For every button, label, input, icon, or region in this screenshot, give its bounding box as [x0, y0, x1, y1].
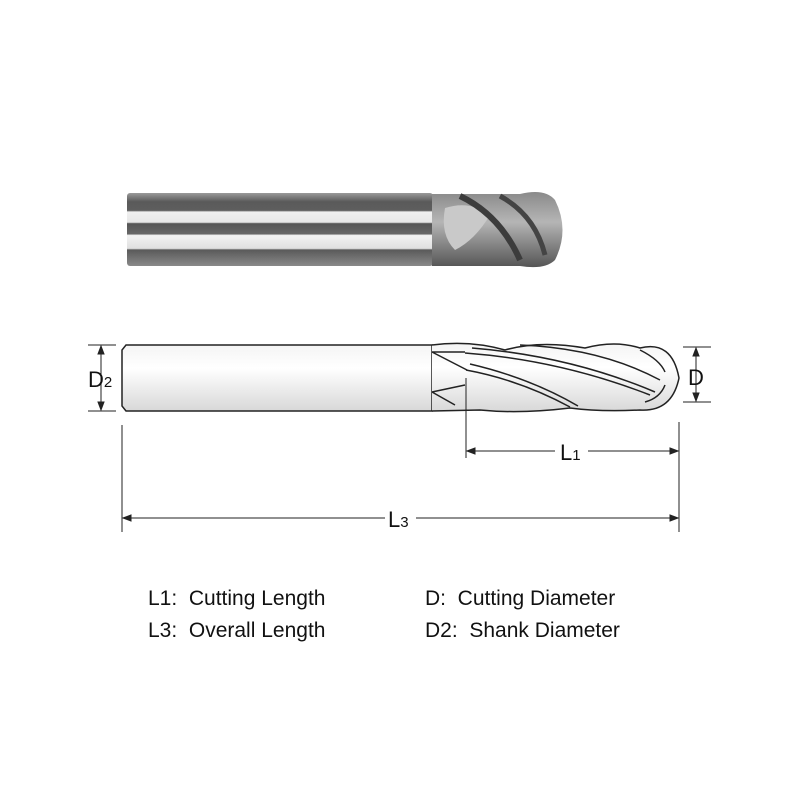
legend-d: D: Cutting Diameter	[425, 587, 615, 611]
legend-key: D:	[425, 587, 446, 610]
dimension-lines	[88, 344, 711, 532]
legend-text: Cutting Diameter	[457, 587, 616, 610]
end-mill-drawing	[121, 342, 680, 413]
photo-flute-groove	[498, 193, 548, 256]
l3-label: L3	[388, 507, 409, 532]
legend-l1: L1: Cutting Length	[148, 587, 325, 611]
d-label: D	[688, 365, 704, 390]
legend-key: L1:	[148, 587, 178, 610]
legend-text: Overall Length	[188, 619, 326, 642]
d2-arrow-up	[97, 344, 105, 355]
d-arrow-up	[692, 346, 700, 357]
d-arrow-down	[692, 392, 700, 403]
drawing-flutes	[431, 342, 680, 413]
photo-flute-groove	[458, 193, 523, 262]
l3-arrow-left	[121, 514, 132, 522]
flute-edge	[464, 347, 656, 396]
flute-edge	[431, 384, 466, 406]
drawing-shank	[121, 344, 433, 412]
l1-arrow-left	[465, 447, 476, 455]
end-mill-photo	[127, 192, 563, 268]
l1-arrow-right	[669, 447, 680, 455]
flute-edge	[465, 363, 579, 408]
legend-key: L3:	[148, 619, 178, 642]
d2-label: D2	[88, 367, 112, 392]
legend-l3: L3: Overall Length	[148, 619, 325, 643]
flute-edge	[431, 351, 468, 371]
flute-edge	[519, 344, 666, 403]
legend-key: D2:	[425, 619, 458, 642]
legend-d2: D2: Shank Diameter	[425, 619, 620, 643]
d2-arrow-down	[97, 401, 105, 412]
legend-text: Cutting Length	[188, 587, 326, 610]
l1-label: L1	[560, 440, 581, 465]
photo-shank	[127, 193, 433, 266]
photo-flute-highlight	[443, 205, 490, 250]
l3-arrow-right	[669, 514, 680, 522]
legend-text: Shank Diameter	[469, 619, 620, 642]
